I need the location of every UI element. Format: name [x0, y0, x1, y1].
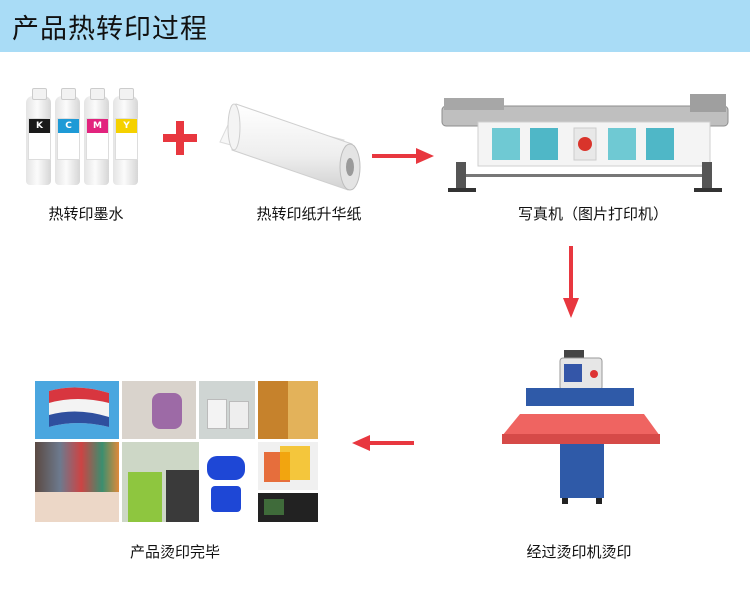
ink-bottle-k: K: [26, 88, 51, 185]
paper-caption: 热转印纸升华纸: [256, 205, 362, 223]
swimsuit-product-image: [199, 442, 255, 522]
large-format-printer-image: [441, 94, 729, 192]
flag-product-image: [35, 381, 119, 439]
arrow-down-icon: [563, 246, 579, 318]
ink-bottle-c-label: C: [58, 119, 79, 133]
acrylic-sheets-product-image: [258, 442, 318, 490]
ink-bottle-c: C: [55, 88, 80, 185]
arrow-right-icon: [372, 148, 434, 164]
photo-tile-product-image: [122, 381, 196, 439]
page-title: 产品热转印过程: [12, 14, 208, 45]
ink-bottle-m: M: [84, 88, 109, 185]
mouse-pad-product-image: [258, 493, 318, 522]
ink-bottle-y: Y: [113, 88, 138, 185]
plus-icon: [163, 121, 197, 155]
wood-grain-product-image: [258, 381, 318, 439]
printer-caption: 写真机（图片打印机）: [517, 205, 668, 223]
page-header: 产品热转印过程: [0, 0, 750, 52]
jackets-product-image: [122, 442, 206, 522]
paper-roll-image: [219, 103, 361, 191]
ink-bottle-m-label: M: [87, 119, 108, 133]
ink-caption: 热转印墨水: [48, 205, 124, 223]
arrow-left-icon: [352, 435, 414, 451]
ink-bottle-k-label: K: [29, 119, 50, 133]
ink-bottle-y-label: Y: [116, 119, 137, 133]
press-caption: 经过烫印机烫印: [526, 543, 632, 561]
products-caption: 产品烫印完毕: [129, 543, 220, 561]
heat-press-machine-image: [502, 350, 660, 504]
bag-product-image: [199, 381, 255, 439]
towels-product-image: [35, 442, 119, 522]
